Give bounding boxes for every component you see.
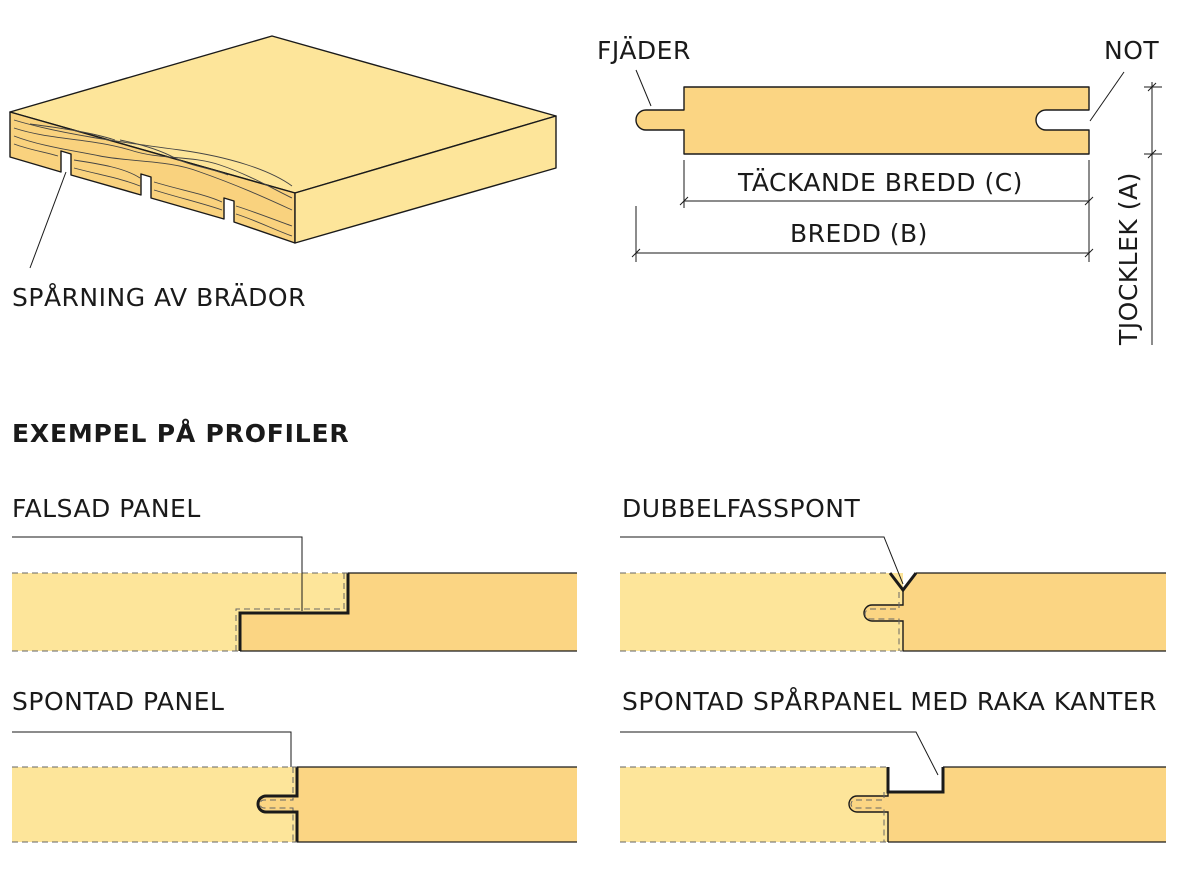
section-heading: EXEMPEL PÅ PROFILER bbox=[12, 419, 350, 448]
label-falsad-panel: FALSAD PANEL bbox=[12, 494, 201, 523]
sparpanel-left-board bbox=[620, 767, 888, 842]
label-tackande-bredd: TÄCKANDE BREDD (C) bbox=[738, 168, 1023, 197]
sparning-leader bbox=[29, 171, 67, 269]
spontad-sparpanel-profile bbox=[620, 731, 1166, 843]
dubbelfasspont-left-board bbox=[620, 573, 903, 651]
dubbelfasspont-profile bbox=[620, 536, 1166, 652]
board-front-face bbox=[9, 111, 296, 244]
label-sparning: SPÅRNING AV BRÄDOR bbox=[12, 283, 306, 312]
not-leader bbox=[1089, 71, 1125, 122]
board-side-face bbox=[294, 115, 557, 244]
label-spontad-panel: SPONTAD PANEL bbox=[12, 687, 225, 716]
label-spontad-sparpanel: SPONTAD SPÅRPANEL MED RAKA KANTER bbox=[622, 687, 1158, 716]
spontad-left-board bbox=[12, 767, 297, 842]
dubbelfasspont-leader bbox=[620, 536, 904, 585]
label-not: NOT bbox=[1104, 36, 1160, 65]
cross-section-board bbox=[635, 86, 1090, 155]
spontad-leader bbox=[12, 731, 292, 767]
dubbelfasspont-right-board bbox=[864, 573, 1166, 651]
falsad-panel-profile bbox=[12, 536, 577, 652]
label-dubbelfasspont: DUBBELFASSPONT bbox=[622, 494, 861, 523]
wood-grain-lines bbox=[13, 119, 293, 237]
cross-section bbox=[631, 69, 1162, 345]
label-fjader: FJÄDER bbox=[597, 36, 691, 65]
spontad-panel-profile bbox=[12, 731, 577, 843]
falsad-right-board bbox=[240, 573, 577, 651]
sparpanel-leader bbox=[620, 731, 939, 776]
label-tjocklek: TJOCKLEK (A) bbox=[1114, 172, 1143, 345]
sparpanel-right-board bbox=[849, 767, 1166, 842]
spontad-right-board bbox=[258, 767, 577, 842]
dimension-lines bbox=[631, 82, 1162, 345]
falsad-leader bbox=[12, 536, 303, 611]
label-bredd: BREDD (B) bbox=[790, 219, 928, 248]
fjader-leader bbox=[635, 69, 652, 107]
board-3d bbox=[9, 35, 557, 269]
